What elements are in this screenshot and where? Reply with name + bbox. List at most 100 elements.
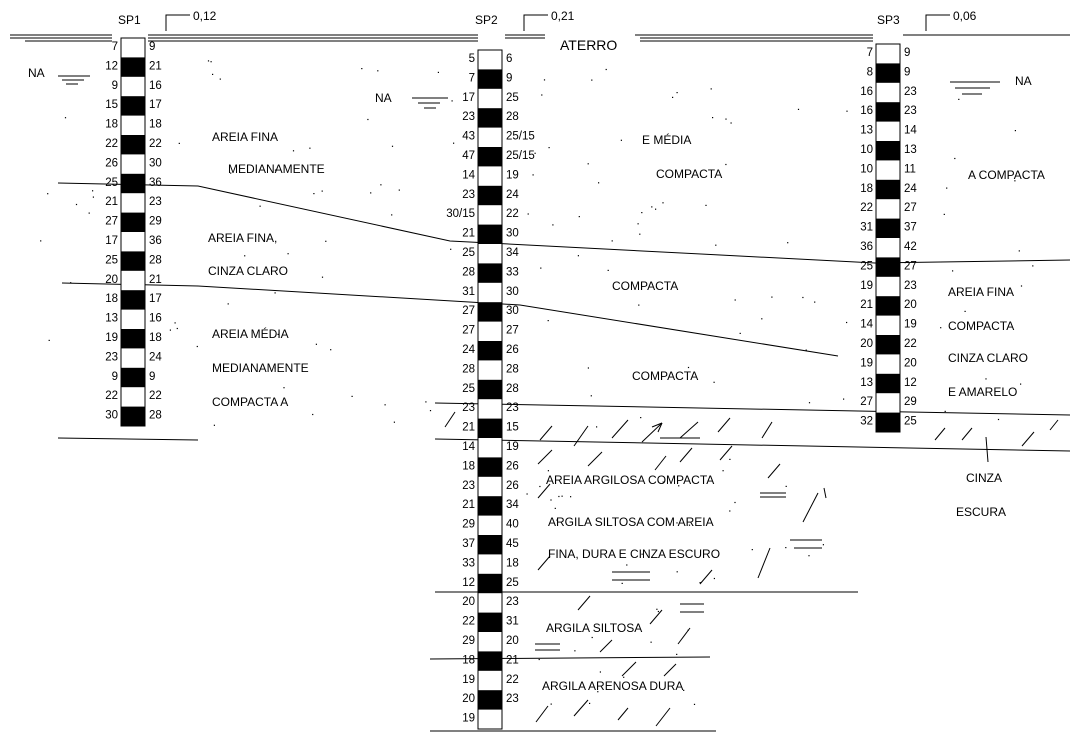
- soil-dot: [526, 493, 528, 495]
- soil-dot: [169, 329, 171, 331]
- spt-value-right: 6: [506, 53, 512, 65]
- borehole-sample-block: [478, 496, 502, 516]
- spt-value-right: 22: [149, 390, 162, 402]
- spt-value-right: 34: [506, 499, 519, 511]
- soil-dot: [672, 96, 674, 98]
- soil-dot: [650, 641, 652, 643]
- spt-value-left: 7: [867, 47, 873, 59]
- soil-dot: [657, 610, 659, 613]
- soil-dot: [739, 332, 741, 334]
- soil-dot: [558, 495, 560, 498]
- soil-dot: [713, 577, 715, 580]
- spt-value-right: 12: [904, 377, 917, 389]
- spt-value-left: 12: [462, 577, 475, 589]
- spt-value-left: 9: [112, 371, 118, 383]
- soil-dot: [377, 70, 379, 72]
- borehole-sample-block: [478, 612, 502, 632]
- soil-dot: [944, 410, 946, 412]
- soil-dot: [605, 68, 607, 71]
- soil-dot: [325, 240, 327, 242]
- label-areia-argilosa: AREIA ARGILOSA COMPACTA: [546, 473, 714, 487]
- spt-value-right: 27: [904, 260, 917, 272]
- label-e-amarelo: E AMARELO: [948, 385, 1017, 399]
- spt-value-left: 20: [462, 693, 475, 705]
- water-table-sp1: NA: [28, 66, 90, 85]
- spt-value-right: 13: [904, 144, 917, 156]
- soil-dot: [687, 366, 690, 369]
- spt-value-left: 10: [860, 163, 873, 175]
- soil-dot: [761, 318, 763, 320]
- borehole-sample-block: [876, 335, 900, 355]
- spt-value-left: 18: [462, 460, 475, 472]
- soil-dot: [641, 553, 643, 555]
- borehole-sample-block: [876, 373, 900, 394]
- label-areia-fina-2: AREIA FINA,: [208, 231, 277, 245]
- soil-dot: [543, 79, 546, 81]
- soil-dot: [429, 410, 432, 412]
- soil-dot: [321, 190, 323, 192]
- label-compacta-2: COMPACTA: [612, 279, 678, 293]
- soil-dots: [40, 60, 1034, 705]
- soil-dot: [277, 333, 279, 335]
- spt-value-left: 32: [860, 416, 873, 428]
- soil-dot: [599, 671, 601, 673]
- borehole-sample-block: [478, 418, 502, 438]
- spt-value-right: 9: [904, 66, 910, 78]
- spt-value-left: 29: [462, 635, 475, 647]
- soil-dot: [785, 485, 787, 487]
- spt-value-right: 24: [506, 189, 519, 201]
- soil-dot: [539, 485, 541, 488]
- soil-dot: [699, 582, 701, 584]
- borehole-sample-block: [478, 185, 502, 206]
- soil-dot: [946, 187, 948, 189]
- elevation-sp2: 0,21: [551, 9, 575, 23]
- soil-dot: [964, 310, 966, 312]
- spt-value-right: 24: [904, 183, 917, 195]
- water-table-sp3: NA: [950, 74, 1032, 95]
- spt-value-right: 18: [149, 332, 162, 344]
- spt-value-left: 27: [462, 325, 475, 337]
- spt-value-right: 37: [904, 222, 917, 234]
- elevation-markers: [165, 14, 950, 31]
- soil-dot: [846, 110, 848, 112]
- spt-value-right: 9: [149, 41, 155, 53]
- borehole-sample-block: [478, 224, 502, 244]
- spt-value-left: 21: [462, 499, 475, 511]
- spt-value-right: 26: [506, 344, 519, 356]
- spt-value-left: 22: [462, 616, 475, 628]
- soil-dot: [978, 289, 980, 291]
- soil-dot: [729, 510, 731, 512]
- soil-dot: [207, 60, 210, 62]
- spt-value-right: 30: [149, 157, 162, 169]
- soil-dot: [330, 349, 332, 351]
- soil-dot: [814, 301, 816, 303]
- soil-dot: [846, 321, 848, 324]
- soil-dot: [751, 549, 753, 551]
- spt-value-right: 23: [506, 596, 519, 608]
- spt-value-left: 15: [105, 99, 118, 111]
- spt-value-left: 22: [860, 202, 873, 214]
- spt-value-right: 25: [904, 416, 917, 428]
- soil-dot: [607, 269, 609, 271]
- soil-dot: [283, 387, 285, 389]
- soil-dot: [688, 524, 691, 526]
- soil-dot: [597, 691, 599, 693]
- soil-dot: [785, 547, 787, 549]
- soil-dot: [213, 424, 215, 426]
- spt-value-right: 25: [506, 92, 519, 104]
- soil-dot: [64, 117, 67, 119]
- spt-value-right: 23: [904, 86, 917, 98]
- borehole-sample-block: [876, 141, 900, 161]
- spt-value-left: 27: [860, 396, 873, 408]
- spt-value-left: 10: [860, 144, 873, 156]
- spt-value-left: 20: [860, 338, 873, 350]
- soil-dot: [259, 205, 261, 207]
- spt-value-left: 25: [105, 177, 118, 189]
- soil-dot: [591, 79, 593, 81]
- soil-dot: [292, 150, 295, 152]
- label-e-media: E MÉDIA: [642, 132, 691, 147]
- soil-dot: [588, 551, 590, 554]
